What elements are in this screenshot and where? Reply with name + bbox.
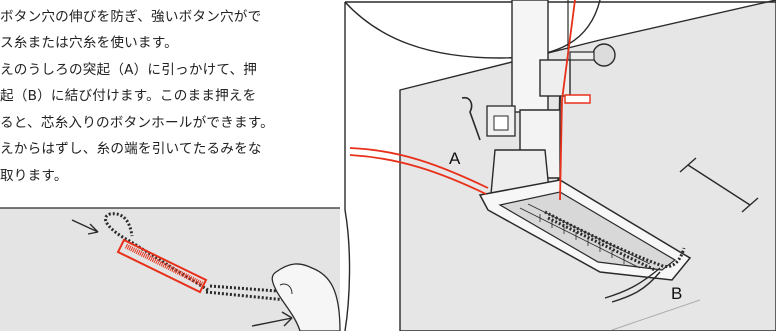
instruction-line: 取ります。 [0,168,68,184]
label-a: A [449,149,461,168]
dimension-marker [679,157,759,213]
inset-cord-loop [104,212,209,292]
label-b: B [671,284,683,303]
thumb-screw [592,43,616,67]
instruction-line: えのうしろの突起（A）に引っかけて、押 [0,62,258,78]
fabric-sheet [399,0,776,331]
red-thread [559,0,576,201]
instruction-line: えからはずし、糸の端を引いてたるみをな [0,141,262,157]
instruction-line: ボタン穴の伸びを防ぎ、強いボタン穴がで [0,9,262,25]
inset-panel [0,208,340,331]
instruction-line: ス糸または穴糸を使います。 [0,35,178,51]
instruction-line: 起（B）に結び付けます。このまま押えを [0,88,257,104]
instruction-line: ると、芯糸入りのボタンホールができます。 [0,115,274,131]
hand [271,263,341,331]
inset-red-stitch [116,238,208,294]
